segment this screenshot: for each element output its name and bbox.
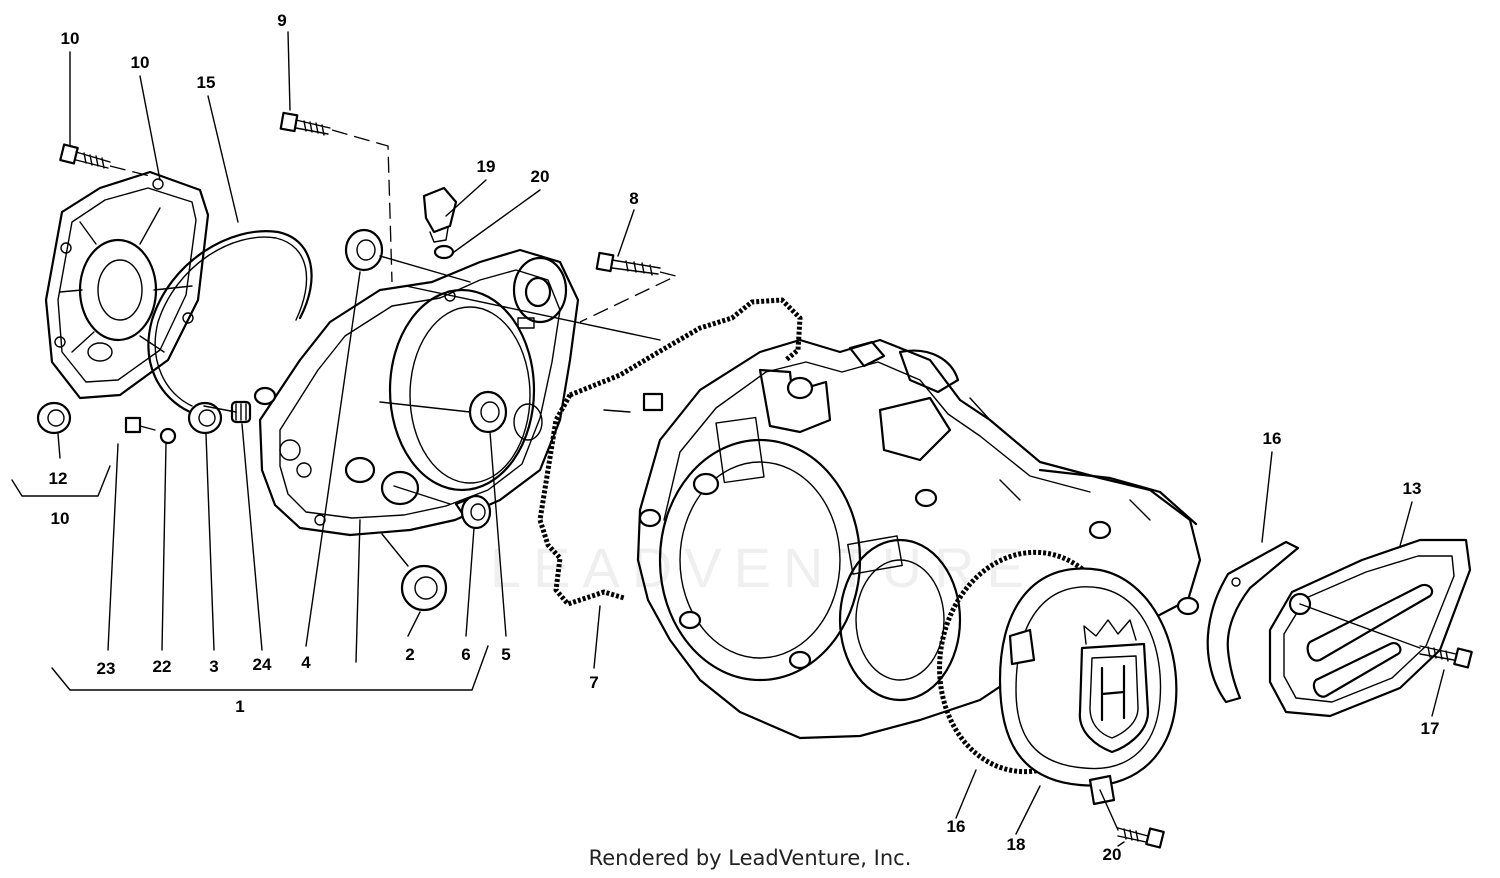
bearing-5 bbox=[468, 390, 508, 434]
leader-lines bbox=[11, 31, 1445, 847]
callout-label: 7 bbox=[589, 673, 598, 692]
callout-label: 5 bbox=[501, 645, 510, 664]
bolt-19 bbox=[1117, 827, 1165, 849]
engine-crankcase-right bbox=[636, 338, 1202, 740]
callout-label: 9 bbox=[277, 11, 286, 30]
crankcase-half-left bbox=[253, 248, 580, 537]
callout-label: 19 bbox=[477, 157, 496, 176]
o-ring bbox=[147, 230, 313, 414]
callout-label: 16 bbox=[1263, 429, 1282, 448]
gasket-15 bbox=[1206, 540, 1300, 704]
callout-label: 22 bbox=[153, 657, 172, 676]
bolt-8 bbox=[595, 251, 661, 276]
callout-label: 10 bbox=[61, 29, 80, 48]
callout-labels: 10 10 15 9 19 20 8 16 13 17 18 16 20 7 1… bbox=[49, 11, 1440, 864]
sprocket-cover bbox=[1268, 538, 1472, 718]
callout-label: 1 bbox=[235, 697, 244, 716]
callout-label: 3 bbox=[209, 657, 218, 676]
callout-label: 12 bbox=[49, 469, 68, 488]
callout-label: 10 bbox=[51, 509, 70, 528]
callout-label: 16 bbox=[947, 817, 966, 836]
callout-label: 8 bbox=[629, 189, 638, 208]
seal-3 bbox=[187, 401, 223, 435]
callout-label: 23 bbox=[97, 659, 116, 678]
ignition-cover bbox=[998, 567, 1178, 806]
washer-21 bbox=[433, 244, 455, 260]
callout-label: 6 bbox=[461, 645, 470, 664]
callout-label: 17 bbox=[1421, 719, 1440, 738]
watermark: LEADVENTURE bbox=[490, 536, 1036, 599]
bolt-16 bbox=[1419, 645, 1473, 669]
callout-label: 20 bbox=[531, 167, 550, 186]
bolt-9 bbox=[279, 111, 331, 136]
washer-22 bbox=[159, 427, 177, 445]
callout-label: 24 bbox=[253, 655, 272, 674]
dowel-24 bbox=[230, 400, 252, 424]
plug-20 bbox=[422, 186, 458, 243]
bearing-2 bbox=[400, 564, 448, 612]
callout-label: 15 bbox=[197, 73, 216, 92]
footer-credit: Rendered by LeadVenture, Inc. bbox=[588, 846, 912, 870]
seal-12 bbox=[36, 401, 72, 435]
callout-label: 10 bbox=[131, 53, 150, 72]
callout-label: 20 bbox=[1103, 845, 1122, 864]
callout-label: 4 bbox=[301, 653, 311, 672]
clutch-inspection-cover bbox=[44, 170, 210, 400]
callout-label: 13 bbox=[1403, 479, 1422, 498]
husqvarna-logo-icon bbox=[1078, 642, 1150, 754]
callout-label: 18 bbox=[1007, 835, 1026, 854]
bearing-4 bbox=[344, 228, 384, 272]
needle-bearing-6 bbox=[454, 494, 492, 530]
screw-23 bbox=[124, 416, 156, 434]
gasket-7 bbox=[537, 297, 803, 607]
bolt-11 bbox=[59, 143, 111, 169]
callout-label: 2 bbox=[405, 645, 414, 664]
